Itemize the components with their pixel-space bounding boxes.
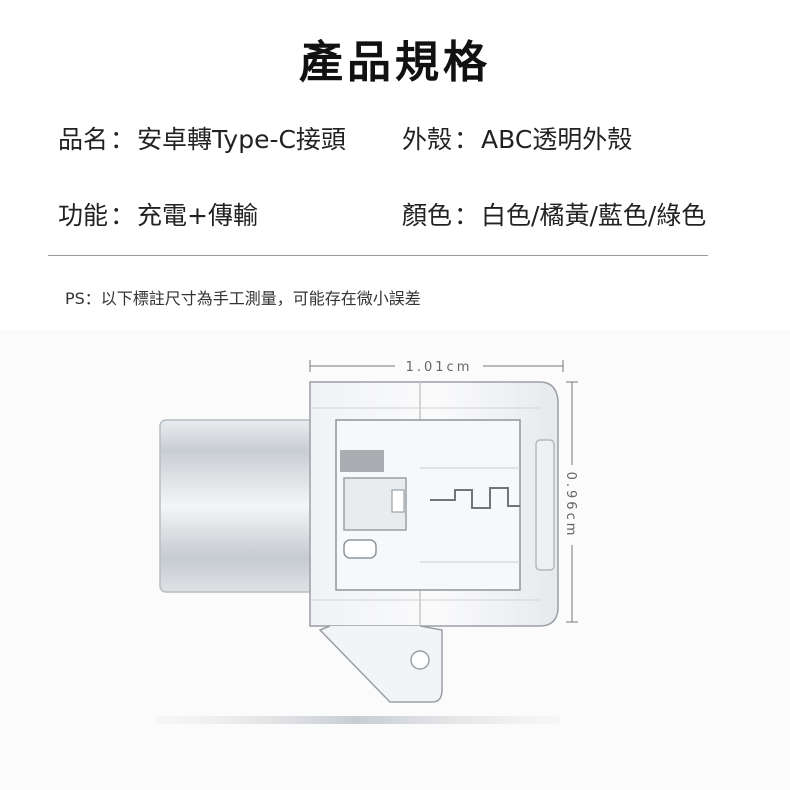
lanyard-tab xyxy=(318,625,443,703)
spec-value: ABC透明外殼 xyxy=(481,125,633,154)
type-c-plug xyxy=(159,419,329,593)
spec-function: 功能：充電+傳輸 xyxy=(58,196,258,232)
ground-shadow xyxy=(156,716,560,724)
spec-color: 顏色：白色/橘黃/藍色/綠色 xyxy=(402,196,706,232)
spec-value: 白色/橘黃/藍色/綠色 xyxy=(481,201,707,230)
spec-value: 充電+傳輸 xyxy=(137,201,258,230)
divider xyxy=(48,255,708,256)
spec-separator: ： xyxy=(110,125,136,154)
spec-shell: 外殼：ABC透明外殼 xyxy=(402,120,632,156)
page-title: 產品規格 xyxy=(299,37,491,88)
spec-label: 外殼 xyxy=(402,125,453,154)
spec-separator: ： xyxy=(454,125,480,154)
spec-label: 顏色 xyxy=(402,201,453,230)
measurement-note: PS：以下標註尺寸為手工測量，可能存在微小誤差 xyxy=(65,289,421,308)
spec-separator: ： xyxy=(110,201,136,230)
height-label: 0.96cm xyxy=(563,472,578,539)
spec-value: 安卓轉Type-C接頭 xyxy=(137,125,346,154)
spec-label: 功能 xyxy=(58,201,109,230)
spec-label: 品名 xyxy=(58,125,109,154)
micro-usb-connector xyxy=(335,419,521,591)
height-dimension: 0.96cm xyxy=(562,381,582,623)
spec-separator: ： xyxy=(454,201,480,230)
width-label: 1.01cm xyxy=(406,360,473,375)
spec-product-name: 品名：安卓轉Type-C接頭 xyxy=(58,120,346,156)
width-dimension: 1.01cm xyxy=(309,356,564,376)
adapter-diagram: 1.01cm 0.96cm xyxy=(0,330,790,790)
